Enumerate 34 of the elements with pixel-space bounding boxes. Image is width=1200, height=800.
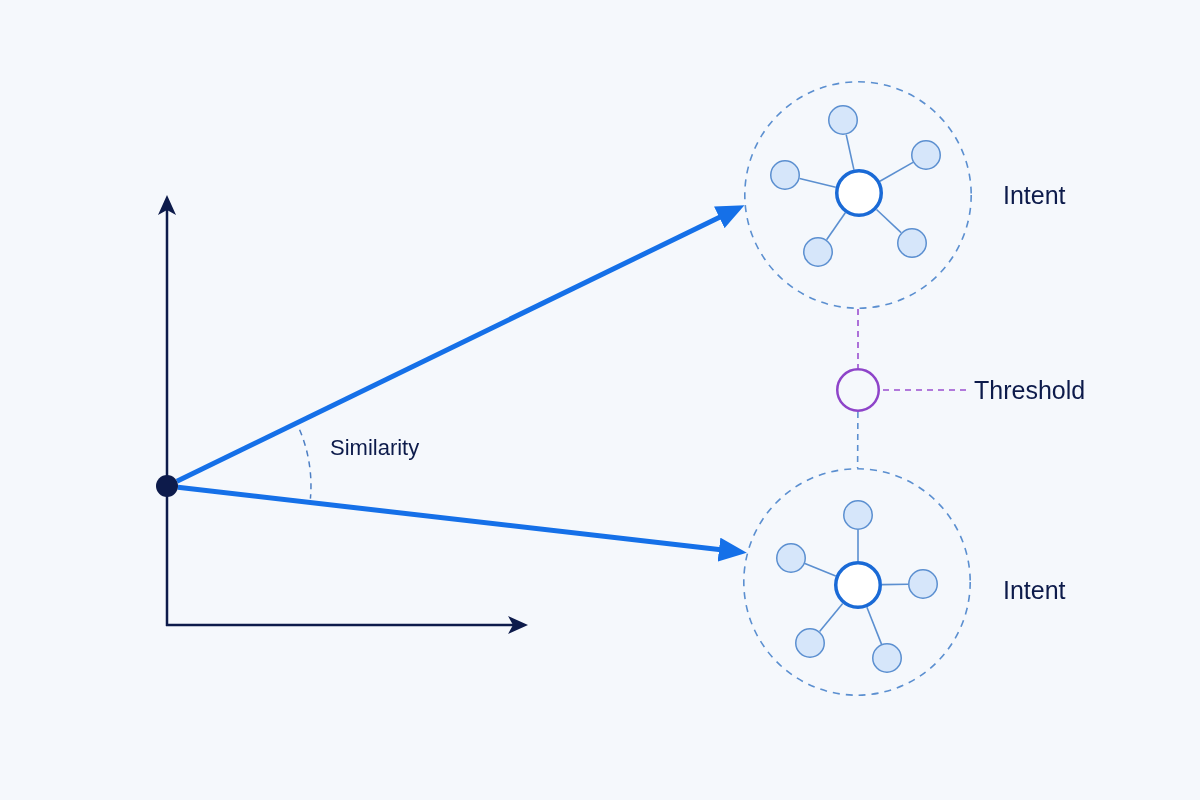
spoke-line <box>879 161 914 182</box>
spoke-line <box>798 177 837 189</box>
spoke-line <box>818 602 844 633</box>
spoke-line <box>857 529 859 562</box>
vector-arrow <box>175 205 745 484</box>
cluster-boundary <box>743 468 971 696</box>
dashed-connector <box>856 411 859 469</box>
satellite-node <box>803 237 833 267</box>
satellite-node <box>872 643 902 673</box>
similarity-label: Similarity <box>330 435 420 461</box>
intent-label: Intent <box>1003 575 1066 605</box>
spoke-line <box>875 208 902 234</box>
threshold-label: Threshold <box>966 374 1094 406</box>
satellite-node <box>843 500 873 530</box>
threshold-node <box>836 368 880 412</box>
hub-node <box>834 561 882 609</box>
spoke-line <box>881 583 909 586</box>
dashed-connector <box>857 308 859 369</box>
spoke-line <box>845 133 855 171</box>
spoke-line <box>804 562 837 577</box>
spoke-line <box>866 606 883 645</box>
vector-arrow <box>177 484 747 562</box>
satellite-node <box>776 543 806 573</box>
origin-dot <box>156 475 178 497</box>
spoke-line <box>825 211 847 241</box>
satellite-node <box>911 140 941 170</box>
hub-node <box>835 169 883 217</box>
intent-label: Intent <box>1003 180 1066 210</box>
satellite-node <box>897 228 927 258</box>
satellite-node <box>908 569 938 599</box>
cluster-boundary <box>744 81 972 309</box>
satellite-node <box>795 628 825 658</box>
satellite-node <box>828 105 858 135</box>
satellite-node <box>770 160 800 190</box>
